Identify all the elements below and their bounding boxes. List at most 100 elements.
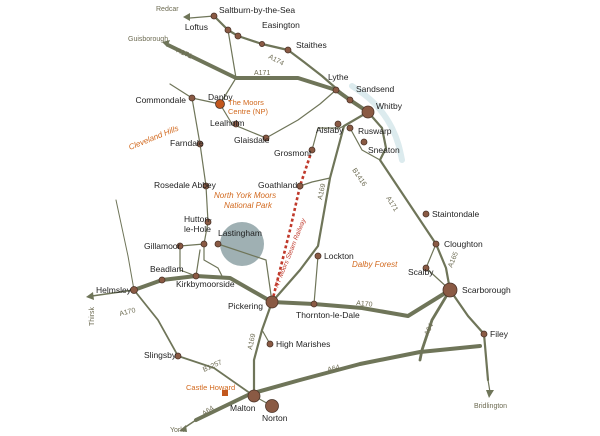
road-commondale-danby — [169, 77, 237, 105]
road-kirkby-north — [195, 249, 201, 277]
scalby-label: Scalby — [408, 267, 434, 277]
gillamoor-label: Gillamoor — [144, 241, 181, 251]
sneaton-label: Sneaton — [368, 145, 400, 155]
rosedale-label: Rosedale Abbey — [154, 180, 217, 190]
loftus-dot — [224, 26, 232, 34]
scarborough-dot — [442, 282, 458, 298]
road-commondale-farndale — [191, 97, 209, 223]
road-saltburn-redcar — [189, 15, 215, 19]
filey-dot — [480, 330, 488, 338]
commondale-dot — [188, 94, 196, 102]
goathland-label: Goathland — [258, 180, 297, 190]
moors-centre-label-line1: The Moors — [228, 98, 264, 107]
sneaton-dot — [360, 138, 368, 146]
malton-dot — [247, 389, 261, 403]
moors-centre-label-line2: Centre (NP) — [228, 107, 269, 116]
york-arrow — [179, 425, 187, 432]
road-loftus-spur — [227, 29, 237, 79]
bridlington-arrow — [486, 390, 494, 398]
road-goathland-spur — [299, 177, 331, 187]
kirkbymoorside-label: Kirkbymoorside — [176, 279, 235, 289]
sandsend-dot — [346, 96, 354, 104]
road-a170-thirsk — [91, 289, 135, 297]
pickering-dot — [265, 295, 279, 309]
thirsk-label: Thirsk — [89, 306, 96, 326]
road-gillamoor-kirkby — [179, 245, 197, 277]
saltburn-label: Saltburn-by-the-Sea — [219, 5, 295, 15]
norton-label: Norton — [262, 413, 288, 423]
castle-howard-label: Castle Howard — [186, 383, 235, 392]
lastingham-area-circle — [220, 222, 264, 266]
railway-label: NY Moors Steam Railway — [273, 217, 307, 289]
a170-east-label: A170 — [356, 300, 373, 309]
kirkbymoorside-dot — [192, 272, 200, 280]
glaisdale-label: Glaisdale — [234, 135, 270, 145]
road-a169-south — [252, 300, 274, 398]
road-a170-east — [270, 288, 452, 318]
a64-east-label: A64 — [424, 323, 436, 337]
lastingham-dot — [214, 240, 222, 248]
a171-west-label: A171 — [175, 47, 193, 60]
staintondale-dot — [422, 210, 430, 218]
filey-label: Filey — [490, 329, 509, 339]
ny-moors-steam-railway-line — [270, 149, 314, 303]
saltburn-dot — [210, 12, 218, 20]
redcar-arrow — [183, 13, 190, 21]
bridlington-label: Bridlington — [474, 403, 507, 410]
slingsby-dot — [174, 352, 182, 360]
aislaby-dot — [334, 120, 342, 128]
road-lockton-thornton — [313, 255, 319, 305]
road-a171-coastal-south — [366, 110, 452, 292]
hutton-dot — [204, 218, 212, 226]
grosmont-dot — [308, 146, 316, 154]
a169-south-label: A169 — [247, 333, 257, 351]
road-a174-coast — [212, 14, 370, 114]
staithes-dot — [284, 46, 292, 54]
helmsley-label: Helmsley — [96, 285, 132, 295]
a171-south-label: A171 — [384, 195, 399, 213]
a174-dot — [258, 41, 265, 48]
easington-label: Easington — [262, 20, 300, 30]
guisborough-label: Guisborough — [128, 36, 168, 43]
road-sneaton-loop — [349, 127, 381, 161]
redcar-label: Redcar — [156, 6, 179, 13]
goathland-dot — [296, 182, 304, 190]
malton-label: Malton — [230, 403, 256, 413]
sandsend-label: Sandsend — [356, 84, 395, 94]
rosedale-dot — [202, 182, 210, 190]
aislaby-label: Aislaby — [316, 125, 344, 135]
moors-centre-marker — [215, 99, 225, 109]
a171-mid-label: A171 — [254, 70, 270, 77]
road-helmsley-north — [115, 199, 135, 291]
town-dots — [130, 12, 488, 413]
edge-arrows — [86, 13, 494, 432]
thornton-label: Thornton-le-Dale — [296, 310, 360, 320]
a169-north-label: A169 — [317, 183, 327, 201]
grosmont-label: Grosmont — [274, 148, 312, 158]
lockton-label: Lockton — [324, 251, 354, 261]
whitby-dot — [361, 105, 375, 119]
easington-dot — [234, 32, 242, 40]
commondale-label: Commondale — [135, 95, 186, 105]
a64-mid-label: A64 — [327, 364, 341, 374]
hutton-label-line1: Hutton- — [184, 214, 212, 224]
lealholm-dot — [232, 120, 240, 128]
coastline — [300, 0, 600, 322]
hutton-label-line2: le-Hole — [184, 224, 211, 234]
cloughton-dot — [432, 240, 440, 248]
road-a169 — [270, 110, 370, 304]
hutton-junction-dot — [200, 240, 208, 248]
town-labels: Saltburn-by-the-Sea Easington Loftus Sta… — [96, 5, 511, 423]
guisborough-arrow — [162, 40, 170, 47]
dalby-forest-label: Dalby Forest — [352, 260, 398, 269]
scarborough-label: Scarborough — [462, 285, 511, 295]
farndale-label: Farndale — [170, 138, 204, 148]
thirsk-arrow — [86, 292, 94, 300]
road-filey-bridlington — [469, 317, 491, 393]
glaisdale-dot — [262, 134, 270, 142]
nym-label-line1: North York Moors — [214, 191, 276, 200]
york-label: York — [170, 427, 184, 434]
lockton-dot — [314, 252, 322, 260]
